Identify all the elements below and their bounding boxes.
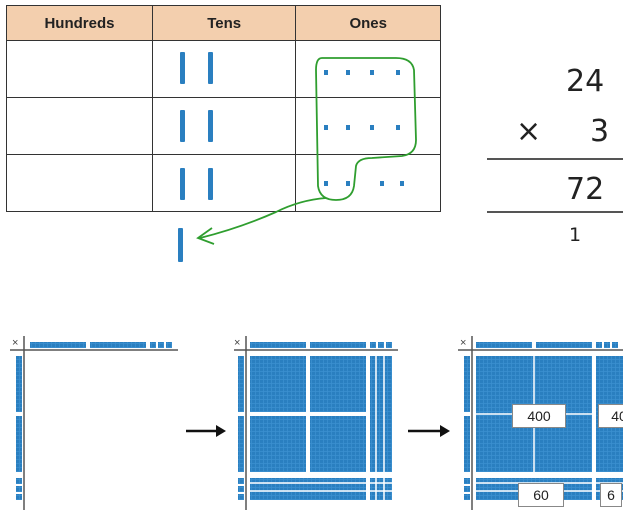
hundred-block xyxy=(310,416,366,472)
times-sign: × xyxy=(516,114,542,149)
arrow-right-icon xyxy=(408,425,450,437)
one-cube xyxy=(346,181,350,186)
tens-strip xyxy=(90,342,146,348)
ones-cell xyxy=(295,154,441,212)
ten-rod xyxy=(180,168,185,200)
label-60: 60 xyxy=(518,483,564,507)
corner-times: × xyxy=(460,337,466,349)
place-value-table: Hundreds Tens Ones xyxy=(6,5,441,212)
hundreds-cell xyxy=(6,40,153,98)
product: 72 xyxy=(566,172,605,207)
hundred-block xyxy=(310,356,366,412)
tens-strip xyxy=(16,356,22,412)
label-40: 40 xyxy=(598,404,623,428)
ones-strip xyxy=(158,342,164,348)
one-cube xyxy=(380,181,384,186)
hundreds-cell xyxy=(6,154,153,212)
tens-cell xyxy=(151,154,297,212)
one-cube xyxy=(324,70,328,75)
header-hundreds: Hundreds xyxy=(6,5,153,41)
ten-rod xyxy=(208,110,213,142)
regrouped-ten-rod xyxy=(178,228,183,262)
one-cube xyxy=(370,125,374,130)
ones-strip xyxy=(150,342,156,348)
ones-cell xyxy=(295,40,441,98)
corner-times: × xyxy=(234,337,240,349)
tens-strip xyxy=(16,416,22,472)
ten-rod xyxy=(180,52,185,84)
one-cube xyxy=(370,70,374,75)
one-cube xyxy=(400,181,404,186)
table-row xyxy=(6,154,441,212)
label-400: 400 xyxy=(512,404,566,428)
hundred-block xyxy=(250,356,306,412)
header-tens: Tens xyxy=(151,5,297,41)
area-model-factors xyxy=(10,336,178,510)
one-cube xyxy=(396,125,400,130)
ones-strip xyxy=(16,494,22,500)
one-cube xyxy=(324,125,328,130)
area-model-filled xyxy=(234,336,398,510)
ten-rod xyxy=(208,168,213,200)
base-ten-blocks xyxy=(178,52,417,262)
multiplicand: 24 xyxy=(566,64,605,99)
ones-strip xyxy=(16,486,22,492)
product-rule xyxy=(487,158,623,160)
multiplier: 3 xyxy=(590,114,610,149)
one-cube xyxy=(396,70,400,75)
ones-strip xyxy=(166,342,172,348)
ten-rod xyxy=(180,110,185,142)
label-6: 6 xyxy=(600,483,622,507)
corner-times: × xyxy=(12,337,18,349)
hundred-block xyxy=(250,416,306,472)
arrow-right-icon xyxy=(186,425,226,437)
tens-strip xyxy=(30,342,86,348)
carry-digit: 1 xyxy=(569,224,582,246)
grouping-loop xyxy=(315,57,417,201)
one-cube xyxy=(346,70,350,75)
one-cube xyxy=(346,125,350,130)
ones-strip xyxy=(16,478,22,484)
ten-rod xyxy=(208,52,213,84)
regroup-arrow xyxy=(199,197,327,239)
one-cube xyxy=(324,181,328,186)
tens-cell xyxy=(151,97,297,155)
arrow-head xyxy=(196,227,215,245)
carry-rule xyxy=(487,211,623,213)
table-row xyxy=(6,40,441,98)
